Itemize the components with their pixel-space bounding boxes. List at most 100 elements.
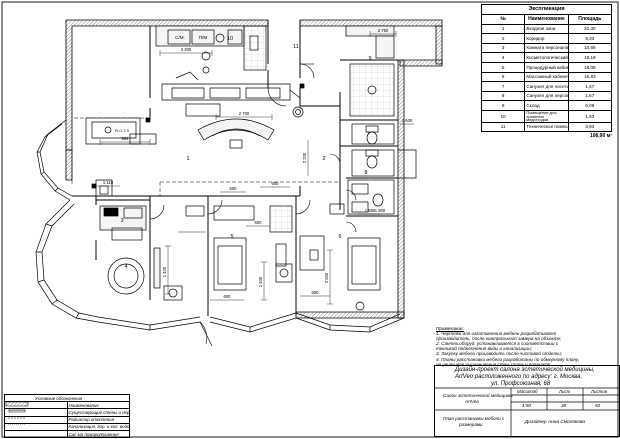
explication-cell-num: 6 (480, 71, 526, 83)
explication-cell-num: 4 (480, 52, 526, 63)
explication-cell-area: 1,53 (567, 109, 613, 123)
explication-cell-name: Массажный кабинет (524, 71, 569, 83)
legend-label-2: Радиатор отопления (66, 415, 130, 424)
explication-cell-area: 5,33 (567, 33, 613, 44)
legend-symbol-0 (4, 401, 68, 410)
note-line-6: 4. Планы расстановки мебели разработаны … (436, 356, 580, 362)
sheet-name-line-2: ArtVeo (465, 399, 479, 404)
room-number-5: 5 (230, 234, 233, 240)
dim-1600: 1 600 (402, 118, 413, 123)
explication-total: 106,90 м² (589, 133, 612, 140)
legend-title: Условные обозначения (4, 393, 130, 403)
dim-964: 964 (122, 136, 130, 141)
notes: Примечание: 1. Чертежи для изготовления … (436, 326, 618, 367)
room-number-1: 1 (186, 156, 189, 162)
room-number-11: 11 (293, 44, 299, 50)
dim-600b: 600 (230, 186, 238, 191)
explication-cell-area: 1,67 (567, 81, 613, 92)
explication-cell-num: 7 (480, 81, 526, 92)
room-numbers: 1 2 3 4 5 6 7 8 9 10 11 (120, 36, 371, 270)
dim-2750: 2 750 (378, 28, 389, 33)
doors (149, 63, 357, 347)
legend-symbol-1 (4, 408, 68, 417)
explication-cell-name: Входная зона (524, 23, 569, 35)
explication-cell-num: 2 (480, 33, 526, 44)
explication-cell-name: Помещение для хранения медотходов (524, 109, 569, 123)
explication-cell-area: 16,83 (567, 71, 613, 83)
note-line-2: производитель, после контрольного замера… (436, 336, 562, 342)
dim-600a: 600 (272, 181, 280, 186)
plan-labels: С/М. П/М R=1 2 0 (115, 35, 207, 133)
dimension-lines (96, 31, 414, 305)
drawing-name-line-2: размерами (459, 422, 483, 427)
explication-cell-num: 3 (480, 42, 526, 54)
dim-3300: 3 300 (181, 47, 192, 52)
room-number-2: 2 (322, 156, 325, 162)
explication-cell-num: 5 (480, 61, 526, 73)
reception-furniture (85, 25, 304, 149)
dim-1650: 1 650 (365, 208, 376, 213)
col-sheets: Листов (591, 389, 607, 394)
label-counter-dim: R=1 2 0 (115, 128, 130, 133)
legend-label-1: Существующие стены и перегородки (66, 408, 130, 417)
note-line-4: техникой подключения воды и канализации; (436, 346, 532, 352)
dim-600d: 600 (224, 294, 232, 299)
note-line-5: 3. Закупку мебели производить после чист… (436, 351, 563, 357)
explication-cell-num: 10 (480, 109, 526, 123)
legend-label-0: Наименование (66, 401, 130, 410)
scale-value: 1:50 (522, 403, 531, 408)
sheet-value: 38 (561, 403, 567, 408)
procedure-room-furniture (213, 205, 293, 291)
col-scale: Масштаб (517, 389, 538, 394)
room-number-9: 9 (368, 56, 371, 62)
legend-symbol-2 (4, 415, 68, 424)
dim-2700: 2 700 (239, 111, 250, 116)
explication-cell-area: 3,93 (567, 121, 613, 133)
drawing-name-line-1: План расстановки мебели с (443, 416, 505, 421)
explication-cell-num: 1 (480, 23, 526, 35)
col-num-header: № (480, 14, 526, 25)
sheet-name-line-1: Салон эстетической медицины (443, 393, 513, 398)
dim-1800: 1 800 (375, 208, 386, 213)
dim-1110: 1 110 (103, 180, 114, 185)
legend-symbol-3 (4, 422, 68, 431)
explication-cell-area: 6,08 (567, 100, 613, 111)
staff-room-furniture (95, 179, 147, 241)
legend: Условные обозначения Наименование Сущест… (4, 393, 130, 439)
explication-cell-name: Техническое помещение (524, 121, 569, 133)
floor-plan (35, 19, 443, 347)
columns (91, 83, 305, 189)
explication-cell-name: Санузел для персонала (524, 90, 569, 102)
explication-cell-name: Процедурный кабинет (524, 61, 569, 73)
explication-cell-area: 1,67 (567, 90, 613, 102)
designer: Дизайнер Анна Смолякова (525, 420, 585, 425)
label-pm: П/М (199, 35, 208, 40)
dim-2200: 2 200 (302, 152, 307, 163)
note-line-1: 1. Чертежи для изготовления мебели разра… (436, 331, 557, 337)
explication-cell-num: 11 (480, 121, 526, 133)
notes-title: Примечание: (436, 326, 464, 331)
explication-cell-area: 10,68 (567, 42, 613, 54)
dim-600e: 600 (312, 290, 320, 295)
bay-windows (35, 119, 405, 333)
explication-cell-name: Склад (524, 100, 569, 111)
dim-1400b: 1 400 (258, 276, 263, 287)
project-line-3: ул. Профсоюзная, 68 (491, 381, 551, 387)
cosmetology-room-furniture (107, 205, 205, 301)
dim-600c: 600 (255, 220, 263, 225)
dimension-texts: 3 300 2 700 2 750 1 800 1 600 1 650 1 11… (103, 28, 413, 299)
legend-label-4: Сис-ма пожаротушения (66, 429, 130, 439)
massage-room-furniture (299, 203, 381, 311)
title-block: Дизайн-проект салона эстетической медици… (434, 365, 620, 437)
